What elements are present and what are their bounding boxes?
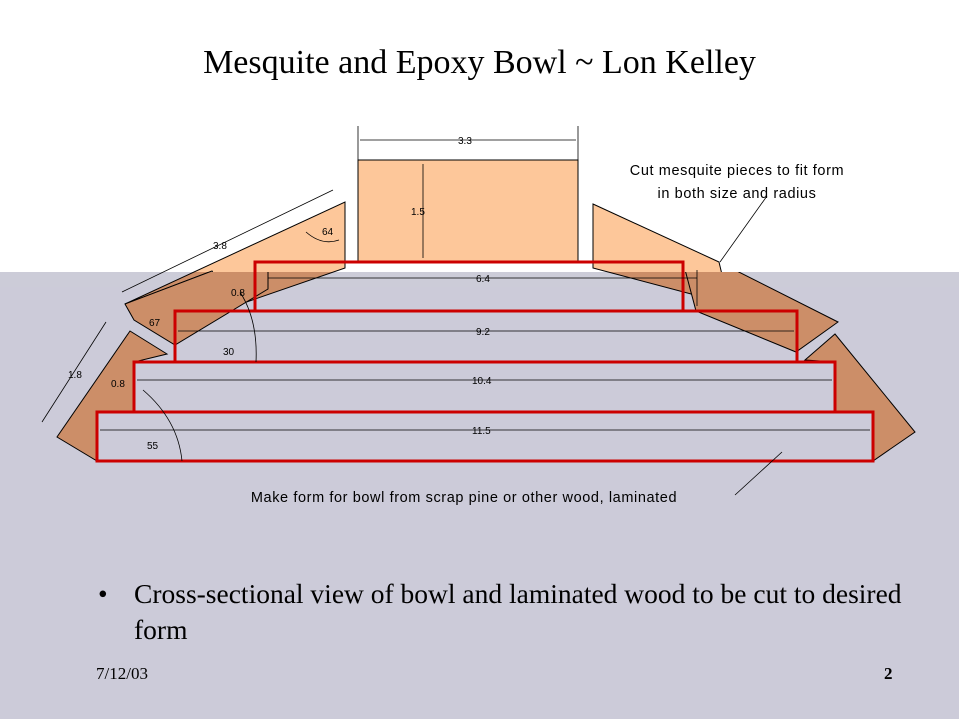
label-form-width-2: 9.2 (476, 327, 490, 338)
label-upper-angle: 64 (322, 227, 334, 238)
footer-date: 7/12/03 (96, 664, 148, 683)
bullet-point: • Cross-sectional view of bowl and lamin… (98, 576, 918, 648)
label-base-angle: 55 (147, 441, 159, 452)
top-piece (357, 159, 579, 263)
right-mid-piece (685, 272, 839, 353)
background-lower (0, 287, 959, 719)
note-cut-line-1: Cut mesquite pieces to fit form (630, 163, 844, 179)
label-form-width-4: 11.5 (472, 426, 491, 437)
note-cut-line-2: in both size and radius (658, 186, 817, 202)
label-form-width-1: 6.4 (476, 274, 490, 285)
label-form-angle: 30 (223, 347, 235, 358)
form-layer-3 (132, 360, 837, 414)
dimension-lines (41, 126, 870, 496)
left-mid-piece (124, 272, 269, 346)
right-lower-piece (803, 333, 916, 462)
bullet-text: Cross-sectional view of bowl and laminat… (134, 578, 902, 645)
note-form: Make form for bowl from scrap pine or ot… (251, 490, 677, 506)
label-lower-length: 1.8 (68, 370, 82, 381)
label-mid-angle: 67 (149, 318, 161, 329)
label-lower-thickness: 0.8 (111, 379, 125, 390)
label-upper-thickness: 0.8 (231, 288, 245, 299)
page-number: 2 (884, 664, 893, 683)
dimension-labels: 3.3 1.5 3.8 64 0.8 67 30 1.8 0.8 55 6.4 … (68, 136, 492, 452)
left-upper-piece (192, 201, 346, 272)
bowl-cross-section-diagram: 3.3 1.5 3.8 64 0.8 67 30 1.8 0.8 55 6.4 … (41, 126, 916, 506)
bullet-icon: • (98, 578, 108, 609)
form-layer-4 (95, 410, 875, 463)
label-top-width: 3.3 (458, 136, 472, 147)
right-upper-piece (592, 203, 722, 272)
label-form-width-3: 10.4 (472, 376, 492, 387)
label-upper-length: 3.8 (213, 241, 227, 252)
label-top-height: 1.5 (411, 207, 425, 218)
slide-title: Mesquite and Epoxy Bowl ~ Lon Kelley (203, 44, 756, 81)
laminated-form (95, 260, 875, 463)
